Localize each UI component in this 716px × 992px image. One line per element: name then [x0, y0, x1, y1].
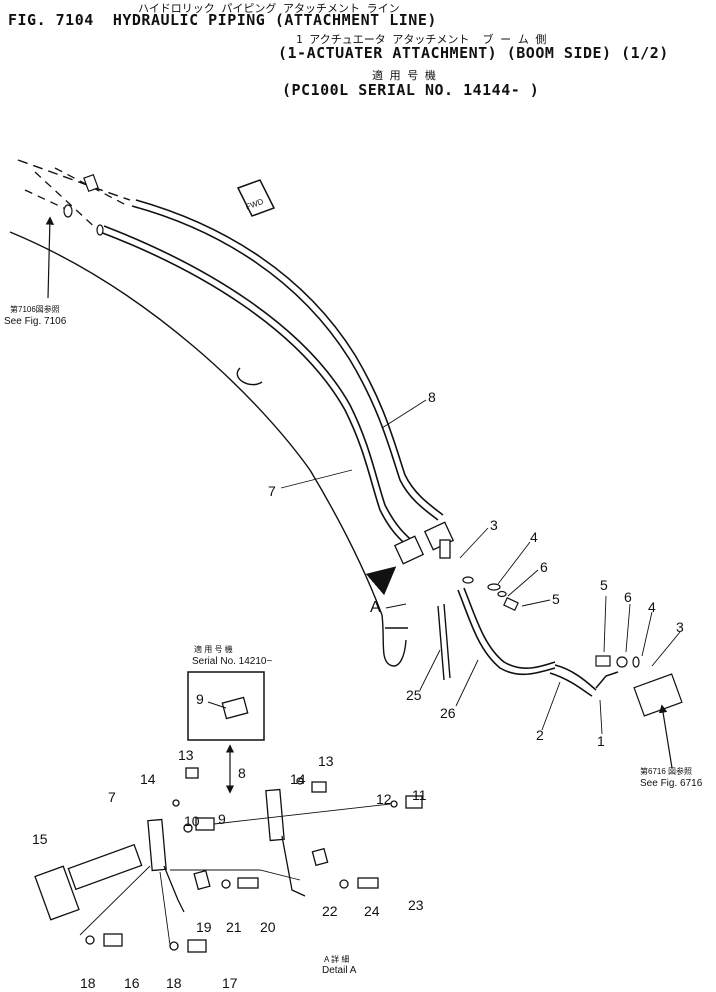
detail-caption: Detail A: [322, 965, 357, 976]
callout-18-right: 18: [166, 975, 182, 991]
callout-8-detail: 8: [238, 765, 246, 781]
callout-7-detail: 7: [108, 789, 116, 805]
callout-23: 23: [408, 897, 424, 913]
callout-6-upper: 6: [540, 559, 548, 575]
callout-6-right: 6: [624, 589, 632, 605]
callout-13-right: 13: [318, 753, 334, 769]
right-hardware: [595, 655, 683, 717]
callout-3-upper: 3: [490, 517, 498, 533]
manifold-block: [393, 521, 455, 565]
callout-4-upper: 4: [530, 529, 538, 545]
callout-15: 15: [32, 831, 48, 847]
callout-24: 24: [364, 903, 380, 919]
callout-14-right: 14: [290, 771, 306, 787]
callout-22: 22: [322, 903, 338, 919]
callout-17: 17: [222, 975, 238, 991]
ref-left-jp: 第7106図参照: [10, 304, 60, 314]
callout-7-top: 7: [268, 483, 276, 499]
title-jp-line: ハイドロリック パイピング アタッチメント ライン: [138, 2, 400, 15]
hose-tails: [24, 167, 129, 233]
hose-8: [131, 199, 444, 521]
detail-marker: A: [370, 599, 381, 616]
detail-a-leaders: [79, 803, 391, 946]
callout-25: 25: [406, 687, 422, 703]
ref-left: See Fig. 7106: [4, 316, 67, 327]
callout-9-detail: 9: [218, 811, 226, 827]
callout-26: 26: [440, 705, 456, 721]
callout-5-upper: 5: [552, 591, 560, 607]
callout-12: 12: [376, 791, 392, 807]
callout-5-right: 5: [600, 577, 608, 593]
figure-subtitle: (1-ACTUATER ATTACHMENT) (BOOM SIDE) (1/2…: [278, 44, 669, 62]
ref-right-jp: 第6716 図参照: [640, 766, 692, 776]
upper-hardware: [462, 576, 519, 611]
callout-1: 1: [597, 733, 605, 749]
callout-11: 11: [412, 787, 427, 803]
inset-part-number: 9: [196, 691, 204, 707]
boom-outline: [9, 159, 408, 667]
callout-14-left: 14: [140, 771, 156, 787]
ref-arrow-left: [45, 216, 55, 299]
callout-16: 16: [124, 975, 140, 991]
detail-a-assembly: [34, 767, 423, 953]
ref-arrow-right: [658, 704, 673, 769]
pipe-25: [437, 603, 451, 681]
inset-box: 9: [187, 671, 265, 741]
inset-serial-jp: 適 用 号 機: [194, 644, 233, 654]
callout-13-left: 13: [178, 747, 194, 763]
callout-4-right: 4: [648, 599, 656, 615]
hose-end-fittings: [63, 173, 104, 236]
callout-8-top: 8: [428, 389, 436, 405]
serial-range: (PC100L SERIAL NO. 14144- ): [282, 81, 540, 99]
callout-21: 21: [226, 919, 242, 935]
callout-20: 20: [260, 919, 276, 935]
callout-18-left: 18: [80, 975, 96, 991]
callout-10: 10: [184, 813, 200, 829]
fwd-indicator: FWD: [236, 179, 276, 217]
boom-bracket: [236, 367, 263, 386]
ref-right: See Fig. 6716: [640, 778, 703, 789]
subtitle-jp-line: 1 アクチュエータ アタッチメント ブ ー ム 側: [296, 33, 547, 46]
callout-2: 2: [536, 727, 544, 743]
callout-19: 19: [196, 919, 212, 935]
detail-a-arrow: [365, 566, 397, 596]
title-block: ハイドロリック パイピング アタッチメント ライン FIG. 7104 HYDR…: [0, 0, 716, 100]
inset-serial: Serial No. 14210~: [192, 656, 272, 667]
figure-title: FIG. 7104 HYDRAULIC PIPING (ATTACHMENT L…: [8, 11, 437, 29]
serial-jp-line: 適 用 号 機: [372, 69, 436, 82]
hose-26: [457, 587, 556, 676]
detail-caption-jp: A 詳 細: [324, 954, 349, 964]
callout-leaders: [280, 399, 681, 735]
pipe-1: [595, 671, 619, 689]
hose-7: [99, 225, 416, 549]
pipe-2: [549, 664, 597, 697]
callout-3-right: 3: [676, 619, 684, 635]
